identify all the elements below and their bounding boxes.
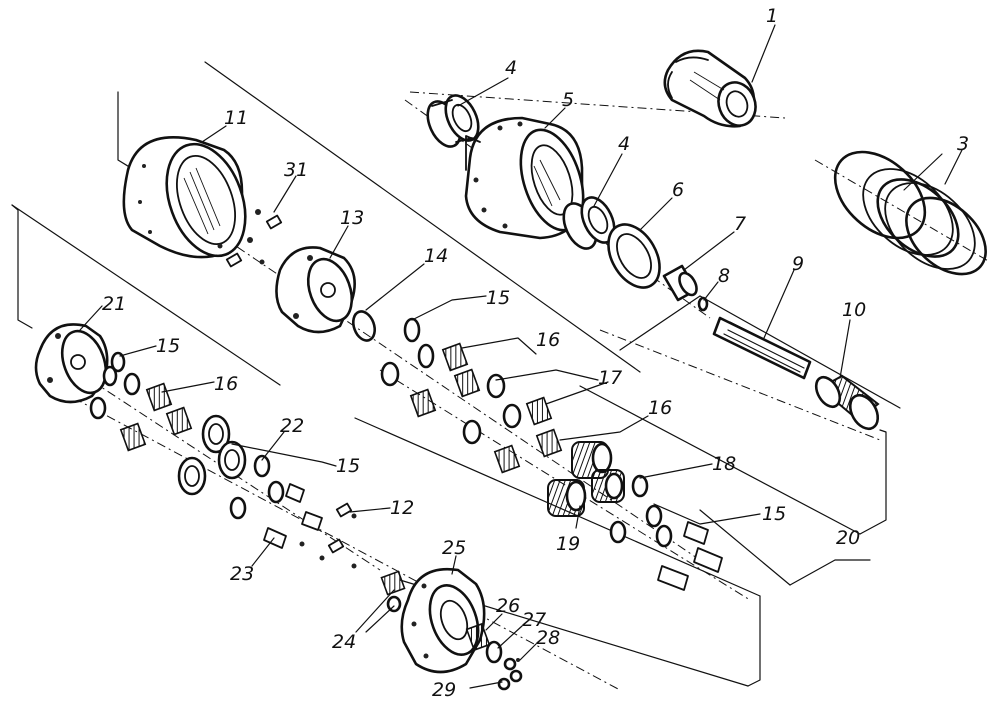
planet-set-lower <box>89 351 323 549</box>
callout-15-right: 15 <box>762 503 786 525</box>
part-6-seal <box>607 223 661 289</box>
callout-14: 14 <box>424 245 448 267</box>
part-19-planet-gears <box>547 441 625 517</box>
callout-4-lower: 4 <box>618 133 630 155</box>
callout-4-upper: 4 <box>505 57 517 79</box>
callout-3: 3 <box>957 133 969 155</box>
part-8-washer <box>697 296 709 312</box>
callout-17: 17 <box>598 367 622 389</box>
callout-13: 13 <box>340 207 364 229</box>
callout-15-lower: 15 <box>336 455 360 477</box>
callout-15-left: 15 <box>156 335 180 357</box>
callout-9: 9 <box>792 253 804 275</box>
callout-29: 29 <box>432 679 456 701</box>
part-21-carrier-plate <box>34 323 109 404</box>
part-11-ring-gear <box>122 136 247 259</box>
callout-20: 20 <box>836 527 860 549</box>
part-1-hub-cap <box>663 49 757 128</box>
callout-21: 21 <box>102 293 126 315</box>
callout-7: 7 <box>734 213 746 235</box>
callout-19: 19 <box>556 533 580 555</box>
callout-12: 12 <box>390 497 414 519</box>
part-10-sun-gear <box>814 374 880 431</box>
callout-25: 25 <box>442 537 466 559</box>
part-24-small-gear <box>380 570 406 613</box>
part-4-bearing-upper <box>426 94 480 148</box>
parts-26-29-small <box>465 622 523 691</box>
callout-24: 24 <box>332 631 356 653</box>
callout-23: 23 <box>230 563 254 585</box>
callout-1: 1 <box>766 5 778 27</box>
part-7-sleeve <box>662 264 698 302</box>
callout-18: 18 <box>712 453 736 475</box>
part-14-snap-ring <box>351 310 377 342</box>
callout-8: 8 <box>718 265 730 287</box>
callout-28: 28 <box>536 627 560 649</box>
callout-11: 11 <box>224 107 248 129</box>
callout-labels: 1 3 4 4 5 6 7 8 9 10 11 12 13 14 15 15 1… <box>102 5 969 701</box>
callout-31: 31 <box>284 159 308 181</box>
callout-10: 10 <box>842 299 866 321</box>
leader-lines <box>79 24 963 689</box>
callout-6: 6 <box>672 179 684 201</box>
callout-22: 22 <box>280 415 304 437</box>
part-31-bolts <box>217 209 283 268</box>
part-9-splined-shaft <box>712 316 812 380</box>
part-12-keys <box>299 502 357 569</box>
part-4-bearing-lower <box>562 196 616 250</box>
callout-15-upper: 15 <box>486 287 510 309</box>
callout-16-right: 16 <box>648 397 672 419</box>
callout-16-left: 16 <box>214 373 238 395</box>
part-3-seal-rings <box>833 150 987 276</box>
part-25-cover <box>400 567 486 674</box>
callout-5: 5 <box>562 89 574 111</box>
callout-27: 27 <box>522 609 546 631</box>
planet-set-upper <box>380 317 563 474</box>
callout-16-upper: 16 <box>536 329 560 351</box>
callout-26: 26 <box>496 595 520 617</box>
part-13-planet-carrier <box>275 246 356 334</box>
planet-pins-right <box>609 474 723 591</box>
